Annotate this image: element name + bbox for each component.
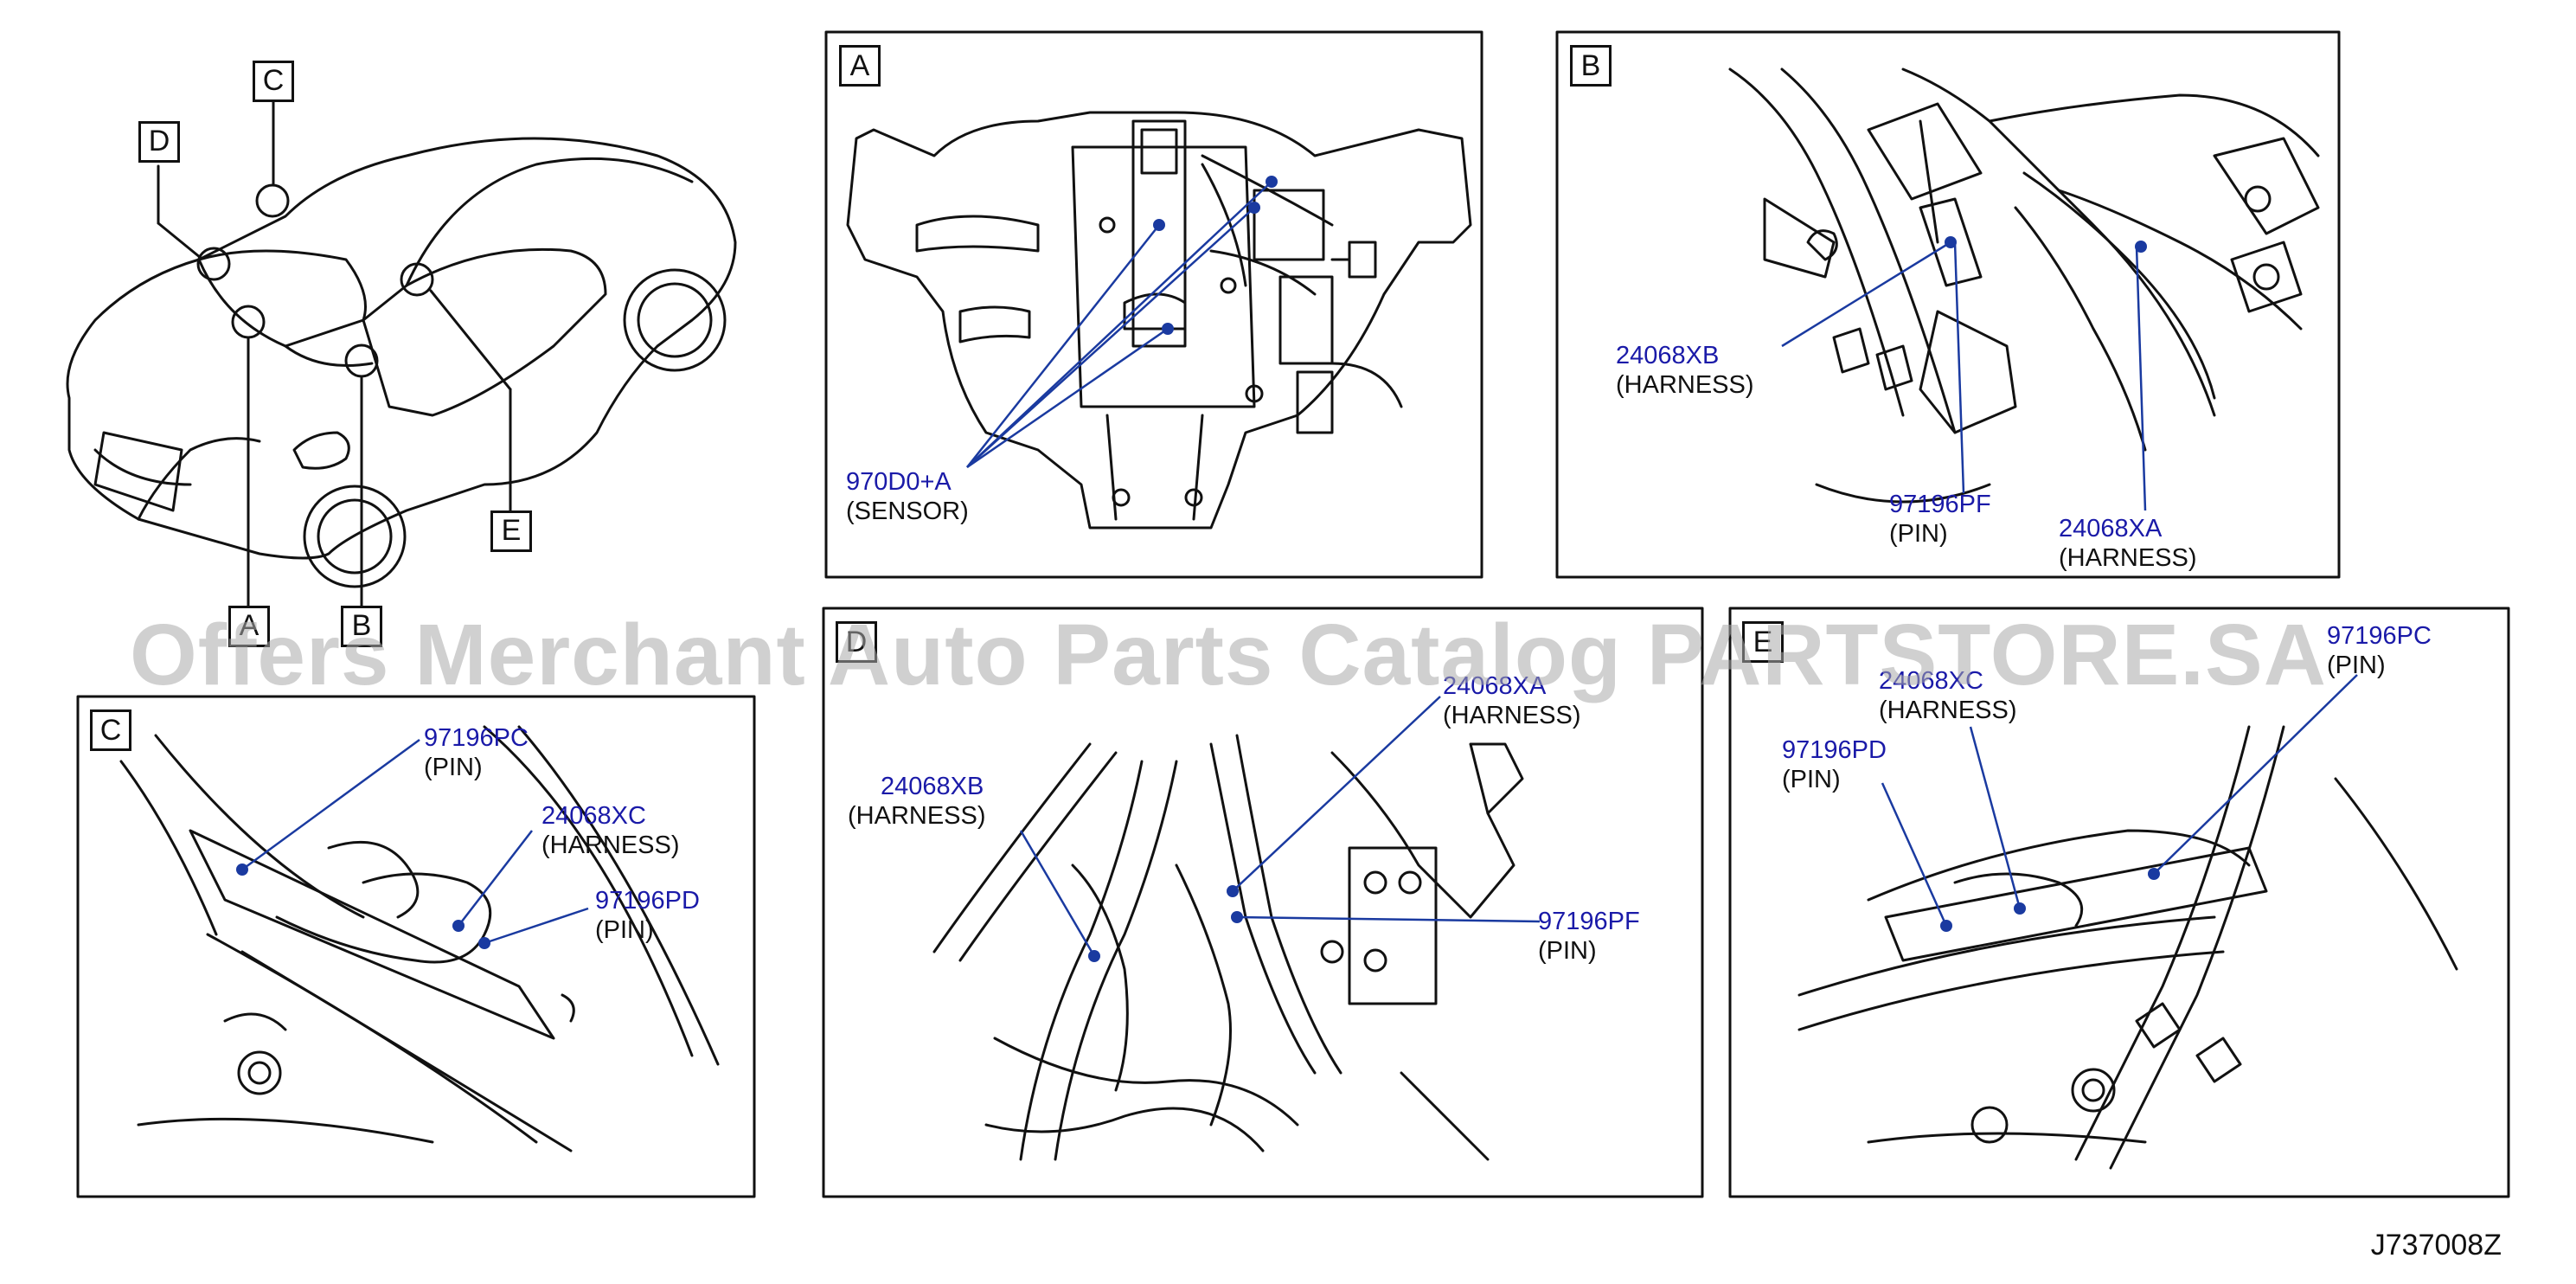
part-number-24068xc: 24068XC (541, 802, 646, 830)
panel-d-frame (822, 607, 1704, 1198)
panel-d-drawing (932, 734, 1524, 1161)
diagram-code: J737008Z (2370, 1229, 2502, 1262)
leader-lines (241, 181, 2358, 957)
part-number-24068xc: 24068XC (1879, 667, 1983, 695)
part-number-24068xa: 24068XA (1443, 672, 1547, 700)
part-number-24068xb: 24068XB (881, 773, 984, 800)
part-number-97196pc: 97196PC (424, 724, 529, 752)
panel-e-drawing (1797, 725, 2458, 1170)
panel-d-letter: D (836, 621, 877, 663)
part-desc-pin: (PIN) (1889, 520, 1948, 548)
panel-b-letter: B (1570, 45, 1612, 87)
part-desc-harness: (HARNESS) (1443, 702, 1581, 729)
panel-c-letter: C (90, 709, 131, 751)
part-desc-pin: (PIN) (1782, 766, 1841, 793)
car-overview-drawing (66, 100, 737, 607)
part-number-97196pc: 97196PC (2327, 622, 2432, 650)
leader-dots (236, 176, 2160, 962)
panel-e-frame (1728, 607, 2510, 1198)
part-desc-pin: (PIN) (2327, 652, 2386, 679)
part-desc-harness: (HARNESS) (541, 831, 680, 859)
part-desc-harness: (HARNESS) (2059, 544, 2197, 572)
panel-a-letter: A (839, 45, 881, 87)
panel-e-letter: E (1742, 621, 1784, 663)
panel-a-frame (824, 30, 1483, 579)
panel-b-frame (1555, 30, 2341, 579)
panel-c-drawing (119, 725, 720, 1152)
callout-tag-a: A (228, 606, 270, 647)
part-desc-pin: (PIN) (1538, 937, 1597, 965)
callout-tag-c: C (253, 61, 294, 102)
part-desc-harness: (HARNESS) (1879, 697, 2017, 724)
panel-b-drawing (1728, 67, 2320, 504)
part-number-97196pd: 97196PD (595, 887, 700, 915)
part-number-97196pd: 97196PD (1782, 736, 1887, 764)
part-number-970d0a: 970D0+A (846, 468, 952, 496)
part-number-97196pf: 97196PF (1889, 491, 1991, 518)
part-desc-harness: (HARNESS) (1616, 371, 1754, 399)
part-number-24068xa: 24068XA (2059, 515, 2163, 542)
callout-tag-d: D (138, 121, 180, 163)
part-desc-harness: (HARNESS) (848, 802, 986, 830)
panel-c-frame (76, 695, 756, 1198)
part-desc-pin: (PIN) (595, 916, 654, 944)
part-desc-pin: (PIN) (424, 754, 483, 781)
callout-tag-b: B (341, 606, 382, 647)
part-desc-sensor: (SENSOR) (846, 498, 969, 525)
callout-tag-e: E (490, 510, 532, 552)
part-number-24068xb: 24068XB (1616, 342, 1720, 369)
panel-a-drawing (846, 111, 1472, 530)
watermark: Offers Merchant Auto Parts Catalog PARTS… (130, 607, 2327, 703)
part-number-97196pf: 97196PF (1538, 908, 1640, 935)
